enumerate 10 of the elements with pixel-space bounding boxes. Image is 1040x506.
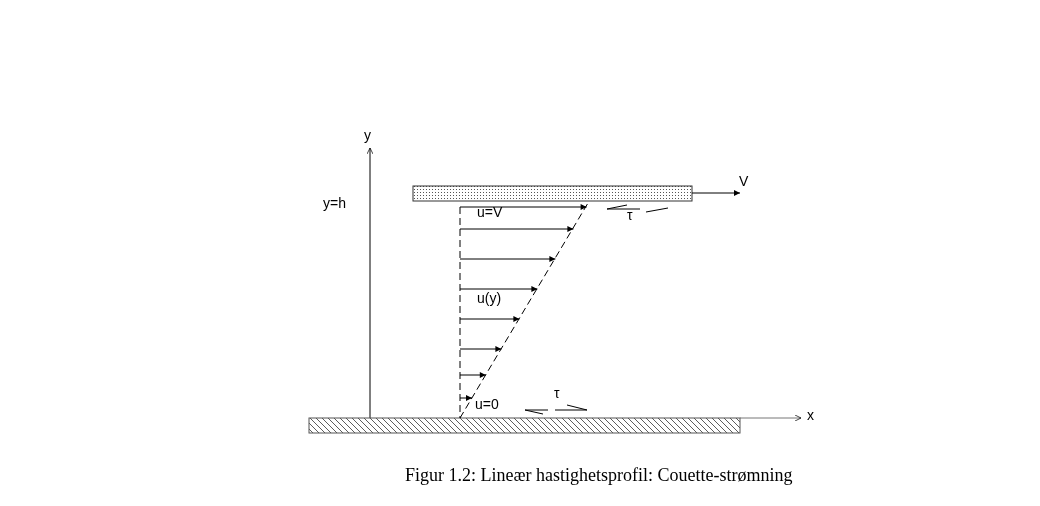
stress-label: τ xyxy=(627,208,633,222)
stress-label: τ xyxy=(554,386,560,400)
axis-label: x xyxy=(807,408,814,422)
velocity-label: u=0 xyxy=(475,397,499,411)
velocity-label: V xyxy=(739,174,749,188)
boundary-label: y=h xyxy=(323,196,346,210)
axis-label: y xyxy=(364,128,371,142)
figure-caption: Figur 1.2: Lineær hastighetsprofil: Couette-strømning xyxy=(405,464,793,487)
velocity-label: u=V xyxy=(477,205,503,219)
velocity-label: u(y) xyxy=(477,291,502,305)
